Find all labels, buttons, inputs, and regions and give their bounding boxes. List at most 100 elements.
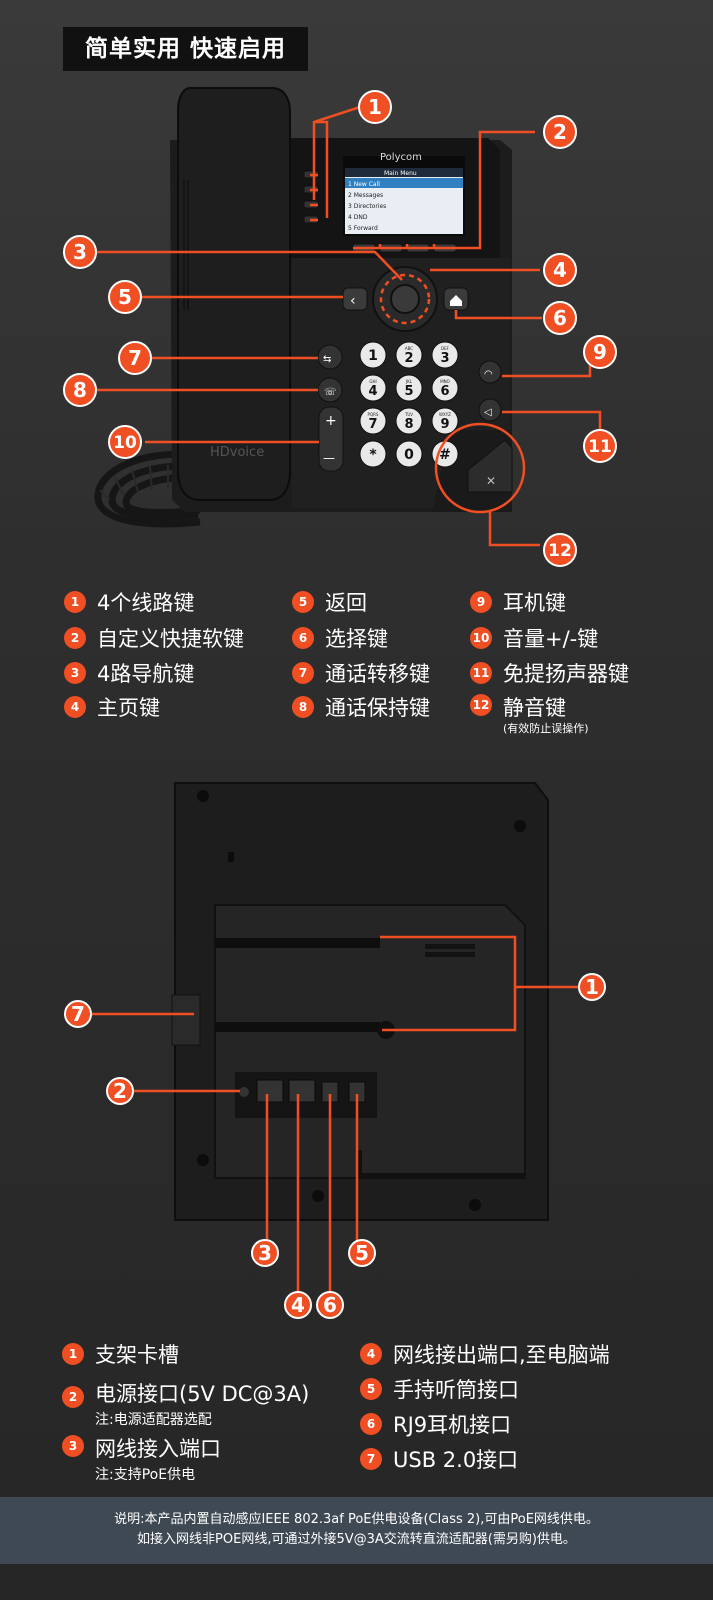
- headset-key[interactable]: [478, 360, 502, 384]
- legend-badge: 6: [360, 1413, 382, 1435]
- keypad-key[interactable]: [431, 374, 459, 402]
- speaker-key[interactable]: [478, 398, 502, 422]
- callout-number: 12: [548, 541, 572, 561]
- callout-number: 2: [553, 120, 567, 144]
- menu-item-messages[interactable]: 2 Messages: [348, 192, 383, 199]
- legend-label: 返回: [325, 591, 367, 615]
- keypad-key[interactable]: [431, 407, 459, 435]
- callout-number: 11: [588, 437, 612, 457]
- volume-minus: —: [323, 451, 335, 465]
- speaker-icon: ◁: [484, 407, 492, 418]
- callout-number: 4: [291, 1293, 305, 1317]
- mute-highlight-ring: [434, 422, 526, 514]
- legend-item: 6 RJ9耳机接口: [360, 1409, 511, 1439]
- keypad-key[interactable]: [431, 341, 459, 369]
- legend-label-main: 电源接口(5V DC@3A): [95, 1382, 310, 1406]
- volume-rocker[interactable]: [318, 406, 344, 472]
- legend-label: 主页键: [97, 696, 160, 720]
- callout-badge: 6: [316, 1291, 344, 1319]
- keypad-key-label: *: [369, 447, 377, 463]
- front-callout-lines: [95, 105, 602, 547]
- legend-label: 耳机键: [503, 591, 566, 615]
- keypad-key-label: 2: [404, 351, 413, 366]
- legend-badge: 9: [470, 591, 492, 613]
- legend-badge: 5: [360, 1378, 382, 1400]
- back-phone-illustration: [171, 782, 549, 1221]
- keypad-key-label: 8: [404, 417, 413, 432]
- legend-label: 通话保持键: [325, 696, 430, 720]
- lan-in-port: [256, 1079, 284, 1103]
- back-icon: ‹: [350, 293, 356, 309]
- home-icon: [450, 295, 462, 306]
- brand-logo-text: Polycom: [380, 152, 422, 163]
- keypad-key[interactable]: [395, 341, 423, 369]
- keypad-key[interactable]: [395, 407, 423, 435]
- legend-item: 5 手持听筒接口: [360, 1374, 519, 1404]
- callout-number: 5: [355, 1241, 369, 1265]
- volume-plus: +: [325, 413, 337, 429]
- callout-number: 10: [113, 433, 137, 453]
- keypad-key-label: #: [439, 447, 451, 463]
- keypad-key[interactable]: [359, 374, 387, 402]
- callout-number: 7: [71, 1002, 85, 1026]
- keypad-key-label: 9: [440, 417, 449, 432]
- menu-title: Main Menu: [384, 170, 417, 177]
- callout-number: 9: [593, 340, 607, 364]
- callout-badge: 5: [108, 280, 142, 314]
- callout-badge: 7: [118, 341, 152, 375]
- legend-label-main: 静音键: [503, 696, 566, 720]
- keypad-key[interactable]: [359, 440, 387, 468]
- keypad-key[interactable]: [395, 374, 423, 402]
- legend-item: 9 耳机键: [470, 587, 566, 617]
- callout-badge: 4: [543, 253, 577, 287]
- keypad-key-label: 0: [404, 447, 414, 463]
- legend-badge: 5: [292, 591, 314, 613]
- menu-item-new-call[interactable]: 1 New Call: [348, 181, 380, 188]
- keypad-key[interactable]: [359, 341, 387, 369]
- legend-badge: 12: [470, 694, 492, 716]
- mute-key[interactable]: [467, 439, 513, 493]
- legend-label: 选择键: [325, 627, 388, 651]
- callout-number: 3: [73, 240, 87, 264]
- callout-badge: 7: [64, 1000, 92, 1028]
- menu-item-directories[interactable]: 3 Directories: [348, 203, 386, 210]
- keypad-key[interactable]: [395, 440, 423, 468]
- legend-badge: 2: [62, 1386, 84, 1408]
- callout-number: 3: [258, 1241, 272, 1265]
- legend-label: 静音键(有效防止误操作): [503, 692, 589, 736]
- callout-badge: 8: [63, 373, 97, 407]
- handset: [177, 87, 291, 501]
- callout-number: 6: [323, 1293, 337, 1317]
- callout-number: 6: [553, 306, 567, 330]
- keypad-key-label: 5: [404, 384, 413, 399]
- footer-line-2: 如接入网线非POE网线,可通过外接5V@3A交流转直流适配器(需另购)供电。: [137, 1532, 576, 1547]
- legend-badge: 8: [292, 696, 314, 718]
- select-key[interactable]: [390, 284, 420, 314]
- callout-badge: 3: [251, 1239, 279, 1267]
- menu-item-forward[interactable]: 5 Forward: [348, 225, 378, 232]
- legend-badge: 7: [360, 1448, 382, 1470]
- back-callout-lines: [90, 935, 580, 1295]
- keypad-key[interactable]: [359, 407, 387, 435]
- keypad-key-letters: PQRS: [368, 412, 379, 417]
- legend-label-main: 网线接入端口: [95, 1437, 221, 1461]
- back-key[interactable]: [342, 287, 368, 311]
- callout-badge: 1: [578, 973, 606, 1001]
- legend-label: 手持听筒接口: [393, 1378, 519, 1402]
- legend-note: 注:电源适配器选配: [95, 1412, 212, 1428]
- legend-badge: 4: [360, 1343, 382, 1365]
- menu-item-dnd[interactable]: 4 DND: [348, 214, 368, 221]
- callout-number: 2: [113, 1079, 127, 1103]
- legend-badge: 2: [64, 627, 86, 649]
- legend-label: RJ9耳机接口: [393, 1413, 512, 1437]
- legend-label: 支架卡槽: [95, 1343, 179, 1367]
- callout-badge: 1: [358, 90, 392, 124]
